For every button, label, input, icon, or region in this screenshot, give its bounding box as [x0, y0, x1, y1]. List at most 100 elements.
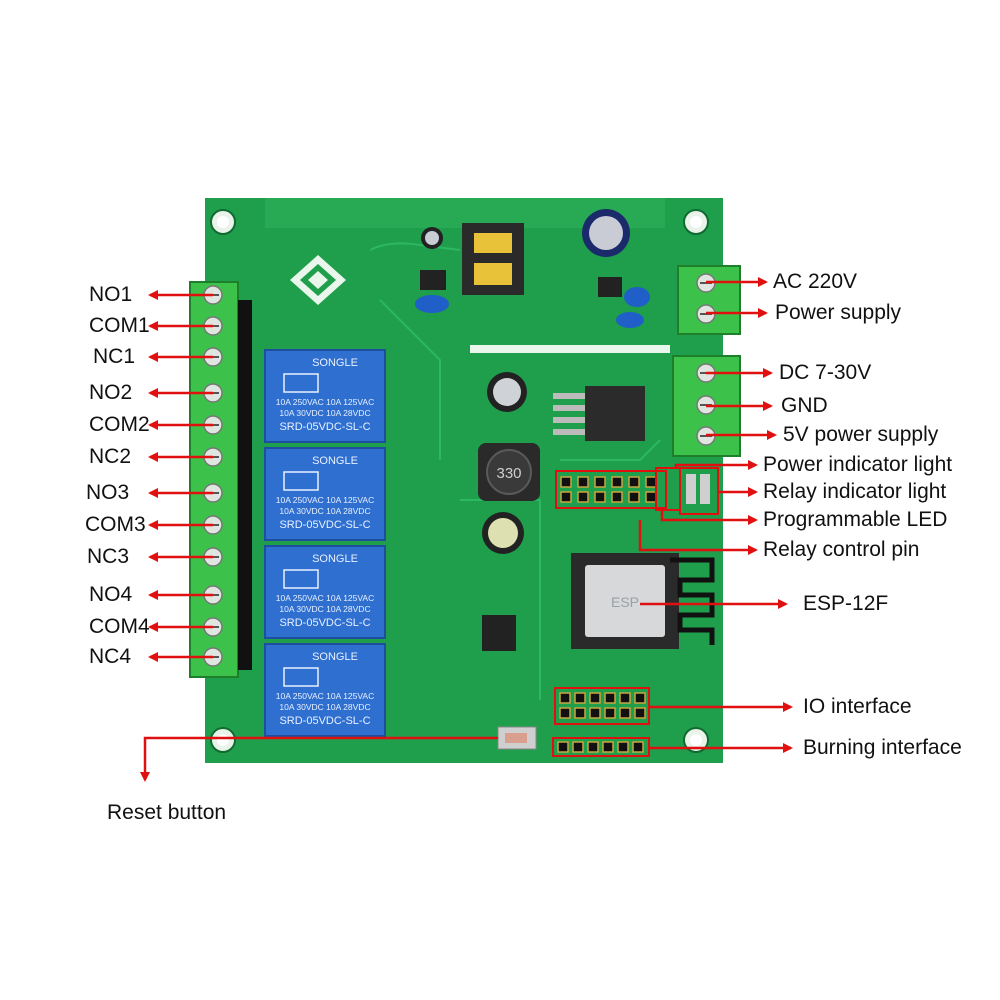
label-nc2: NC2 [89, 445, 132, 468]
header-pin [628, 491, 640, 503]
header-pin [634, 707, 646, 719]
header-pin [589, 707, 601, 719]
ic-chip [420, 270, 622, 651]
header-pin [645, 491, 657, 503]
relay-marking: SRD-05VDC-SL-C [279, 617, 370, 629]
header-pin [645, 476, 657, 488]
inductor: 330 [478, 443, 540, 501]
certification-icon [283, 373, 319, 393]
header-pin [587, 741, 599, 753]
relay-marking: SRD-05VDC-SL-C [279, 519, 370, 531]
header-pin [594, 491, 606, 503]
header-pin [632, 741, 644, 753]
label-nc4: NC4 [89, 645, 132, 668]
header-pin [602, 741, 614, 753]
burning-header [552, 737, 650, 757]
arrow-power-indicator [674, 460, 758, 470]
header-pin [557, 741, 569, 753]
relay-marking: SONGLE [312, 651, 358, 663]
header-pin [574, 692, 586, 704]
header-pin [619, 692, 631, 704]
transformer [462, 223, 524, 295]
reset-button-label: Reset button [107, 801, 227, 824]
relay-marking: 10A 250VAC 10A 125VAC [276, 691, 374, 701]
mounting-hole [210, 209, 236, 235]
esp-12f-module: ESP [571, 553, 715, 649]
relay-marking: SONGLE [312, 455, 358, 467]
logo-icon [290, 255, 346, 305]
label-ac: AC 220V [773, 270, 858, 293]
relay-marking: 10A 250VAC 10A 125VAC [276, 397, 374, 407]
header-pin [577, 476, 589, 488]
arrow-programmable-led [660, 510, 758, 525]
label-esp: ESP-12F [803, 592, 889, 615]
label-com2: COM2 [89, 413, 150, 436]
film-capacitor [415, 287, 650, 328]
label-gnd: GND [781, 394, 828, 417]
relay-marking: 10A 250VAC 10A 125VAC [276, 593, 374, 603]
header-pin [604, 692, 616, 704]
header-pin [560, 476, 572, 488]
label-no2: NO2 [89, 381, 133, 404]
relay-marking: 10A 30VDC 10A 28VDC [279, 702, 370, 712]
header-pin [628, 476, 640, 488]
label-com4: COM4 [89, 615, 150, 638]
certification-icon [283, 569, 319, 589]
capacitor [421, 227, 443, 249]
certification-icon [283, 667, 319, 687]
annotation-arrows [148, 277, 793, 753]
label-relay-indicator: Relay indicator light [763, 480, 947, 503]
label-no4: NO4 [89, 583, 133, 606]
label-relay-control: Relay control pin [763, 538, 920, 561]
label-com3: COM3 [85, 513, 146, 536]
header-pin [559, 707, 571, 719]
label-nc3: NC3 [87, 545, 130, 568]
relay-marking: 10A 30VDC 10A 28VDC [279, 408, 370, 418]
label-io: IO interface [803, 695, 912, 718]
label-power-indicator: Power indicator light [763, 453, 953, 476]
relay-marking: SONGLE [312, 357, 358, 369]
capacitor [582, 209, 630, 257]
label-5v: 5V power supply [783, 423, 939, 446]
header-pin [574, 707, 586, 719]
label-nc1: NC1 [93, 345, 136, 368]
relay-marking: 10A 30VDC 10A 28VDC [279, 506, 370, 516]
label-no3: NO3 [86, 481, 130, 504]
reset-button-component [497, 726, 537, 750]
label-programmable-led: Programmable LED [763, 508, 948, 531]
relay-marking: 10A 250VAC 10A 125VAC [276, 495, 374, 505]
header-pin [617, 741, 629, 753]
header-pin [611, 476, 623, 488]
header-pin [619, 707, 631, 719]
header-pin [634, 692, 646, 704]
io-header [554, 687, 650, 725]
header-pin [572, 741, 584, 753]
capacitor [482, 512, 524, 554]
inductor-marking: 330 [496, 465, 521, 482]
label-dc: DC 7-30V [779, 361, 872, 384]
reset-arrow [140, 736, 498, 782]
label-no1: NO1 [89, 283, 133, 306]
certification-icon [283, 471, 319, 491]
relay-marking: SRD-05VDC-SL-C [279, 715, 370, 727]
module-marking: ESP [611, 594, 639, 610]
label-power-supply: Power supply [775, 301, 902, 324]
arrow-relay-control [638, 520, 758, 555]
ac-terminal-block [677, 265, 741, 335]
voltage-regulator [553, 386, 645, 441]
header-pin [604, 707, 616, 719]
header-pin [577, 491, 589, 503]
label-burning: Burning interface [803, 736, 962, 759]
mounting-hole [683, 209, 709, 235]
label-com1: COM1 [89, 314, 150, 337]
header-pin [560, 491, 572, 503]
header-pin [611, 491, 623, 503]
header-pin [559, 692, 571, 704]
relay-marking: SONGLE [312, 553, 358, 565]
relay-marking: SRD-05VDC-SL-C [279, 421, 370, 433]
mounting-hole [210, 727, 236, 753]
